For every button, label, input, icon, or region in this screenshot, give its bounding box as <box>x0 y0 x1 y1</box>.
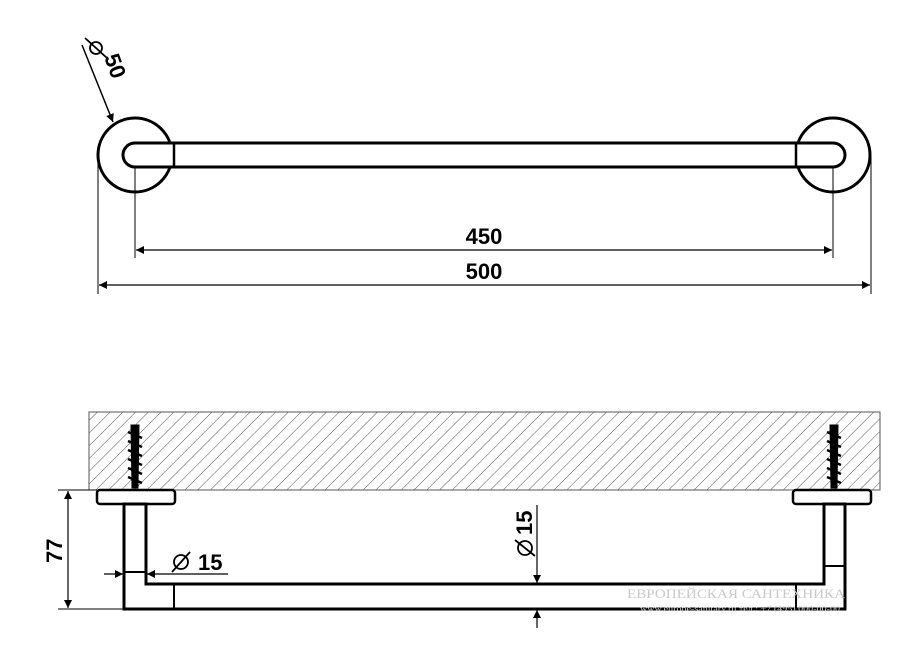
towel-bar-outline <box>121 141 847 169</box>
towel-bar-side-outline <box>122 502 847 611</box>
dimension-label-450: 450 <box>466 224 503 249</box>
diameter-symbol-post <box>173 554 189 570</box>
diameter-symbol-bar-slash <box>514 539 536 557</box>
top-view <box>81 37 872 294</box>
dimension-label-77: 77 <box>42 539 67 563</box>
right-flange-plate <box>791 488 873 506</box>
dimension-label-bar-diameter-15: 15 <box>512 511 537 535</box>
dimension-label-500: 500 <box>466 259 503 284</box>
wall-section <box>88 411 881 491</box>
right-screw <box>826 424 842 489</box>
watermark-line-2: www.europe-sanitary.ru тел.: +7 (495) 00… <box>640 605 841 613</box>
dimension-label-post-diameter-15: 15 <box>198 550 222 575</box>
left-screw <box>127 424 143 489</box>
diameter-symbol-top-circle <box>89 41 103 55</box>
diameter-symbol-bar <box>517 540 533 556</box>
watermark-line-1: ЕВРОПЕЙСКАЯ САНТЕХНИКА <box>627 586 846 601</box>
diameter-50-leader <box>81 44 114 123</box>
left-flange-plate <box>95 488 177 506</box>
diameter-symbol-top <box>84 37 108 59</box>
diameter-symbol-post-slash <box>171 551 191 573</box>
side-view <box>58 411 881 628</box>
